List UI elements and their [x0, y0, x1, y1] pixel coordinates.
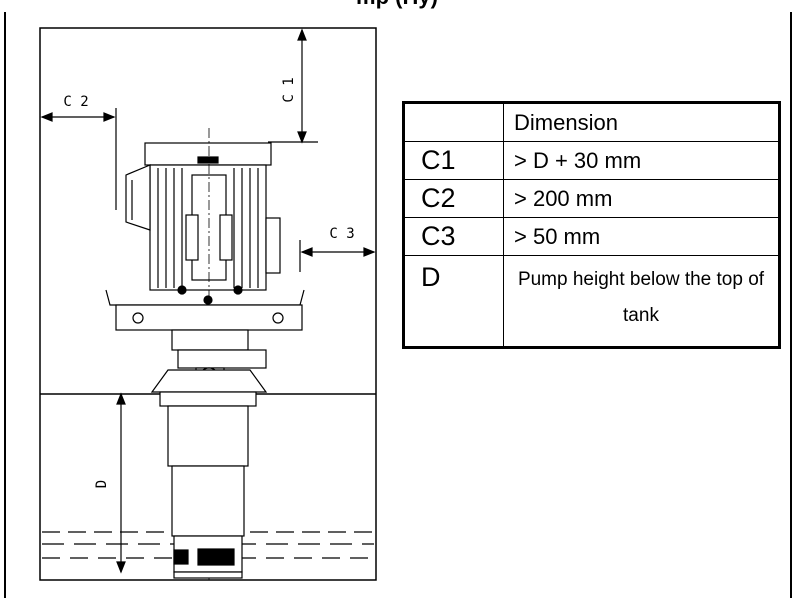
- row-key: C1: [403, 141, 504, 180]
- dimension-table: Dimension C1 > D + 30 mm C2 > 200 mm C3 …: [402, 101, 781, 349]
- c1-dimension: [268, 28, 318, 144]
- header-cell-empty: [403, 102, 504, 142]
- row-key: C2: [403, 179, 504, 218]
- row-key: C3: [403, 217, 504, 256]
- row-key: D: [403, 255, 504, 348]
- enclosure-outline: [39, 27, 377, 581]
- table-row: C1 > D + 30 mm: [403, 141, 780, 180]
- row-value: > 200 mm: [503, 179, 780, 218]
- table-header-row: Dimension: [403, 102, 780, 142]
- c3-label: C 3: [329, 226, 354, 242]
- figure-title: mp (Hy): [0, 0, 794, 8]
- table-row: C3 > 50 mm: [403, 217, 780, 256]
- pump-body: [105, 128, 305, 580]
- row-value: > 50 mm: [503, 217, 780, 256]
- header-cell-dimension: Dimension: [503, 102, 780, 142]
- table-row: C2 > 200 mm: [403, 179, 780, 218]
- c2-label: C 2: [63, 94, 88, 110]
- c2-dimension: [40, 108, 117, 210]
- figure-frame: [4, 12, 792, 598]
- d-dimension: [116, 392, 126, 574]
- row-value: > D + 30 mm: [503, 141, 780, 180]
- c3-dimension: [299, 240, 376, 272]
- table-row: D Pump height below the top of tank: [403, 255, 780, 348]
- row-value: Pump height below the top of tank: [503, 255, 780, 348]
- d-label: D: [94, 480, 110, 488]
- c1-label: C 1: [281, 77, 297, 102]
